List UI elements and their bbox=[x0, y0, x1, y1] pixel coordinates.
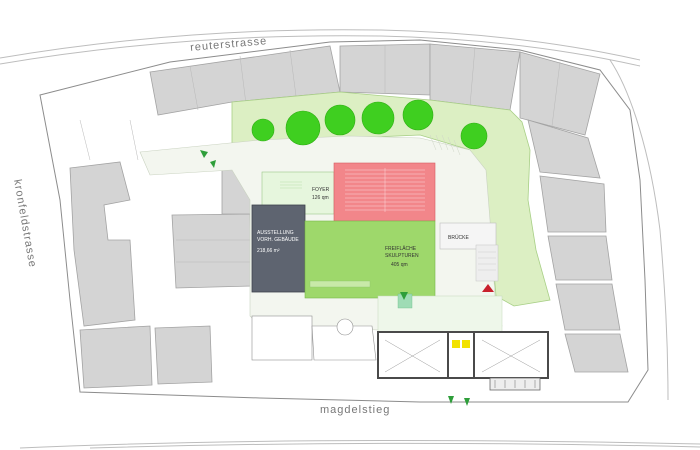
north-marker-2 bbox=[210, 160, 216, 168]
foyer-area: 126 qm bbox=[312, 195, 329, 201]
freiflaeche-line2: SKULPTUREN bbox=[385, 253, 419, 259]
bridge bbox=[439, 222, 497, 250]
tree-4 bbox=[361, 101, 395, 135]
ausstellung-line1: AUSSTELLUNG bbox=[257, 230, 294, 236]
tree-5 bbox=[402, 99, 434, 131]
ausstellung-line2: VORH. GEBÄUDE bbox=[257, 236, 299, 243]
street-west: kronfeldstrasse bbox=[11, 178, 38, 268]
foyer-seating bbox=[280, 181, 302, 189]
freiflaeche-area: 405 qm bbox=[391, 262, 408, 268]
street-south: magdelstieg bbox=[320, 404, 390, 416]
auditorium bbox=[333, 162, 436, 222]
entrance-marker-green bbox=[400, 292, 408, 300]
trees bbox=[251, 99, 488, 150]
building-divisions bbox=[79, 45, 561, 263]
ramp-steps bbox=[478, 251, 496, 271]
tree-1 bbox=[251, 118, 275, 142]
entrance-marker-red bbox=[482, 284, 494, 292]
foyer-name: FOYER bbox=[312, 187, 330, 193]
bruecke-name: BRÜCKE bbox=[448, 234, 470, 241]
ausstellung-area: 218,66 m² bbox=[257, 248, 280, 254]
south-marker-1 bbox=[448, 396, 454, 404]
ramp bbox=[475, 244, 499, 282]
neighbour-buildings bbox=[69, 43, 629, 389]
auditorium-seating bbox=[345, 168, 425, 212]
paving-hatch bbox=[429, 134, 461, 156]
tree-2 bbox=[285, 110, 321, 146]
north-marker-1 bbox=[200, 150, 208, 158]
tree-3 bbox=[324, 104, 356, 136]
lower-courtyard bbox=[251, 315, 377, 361]
front-building bbox=[377, 331, 549, 391]
existing-hall bbox=[251, 204, 306, 293]
freiflaeche-line1: FREIFLÄCHE bbox=[385, 245, 417, 252]
open-space-strip bbox=[309, 280, 371, 288]
entrance-court bbox=[377, 295, 503, 333]
south-marker-2 bbox=[464, 398, 470, 406]
street-curbs bbox=[0, 29, 700, 449]
tree-6 bbox=[460, 122, 488, 150]
